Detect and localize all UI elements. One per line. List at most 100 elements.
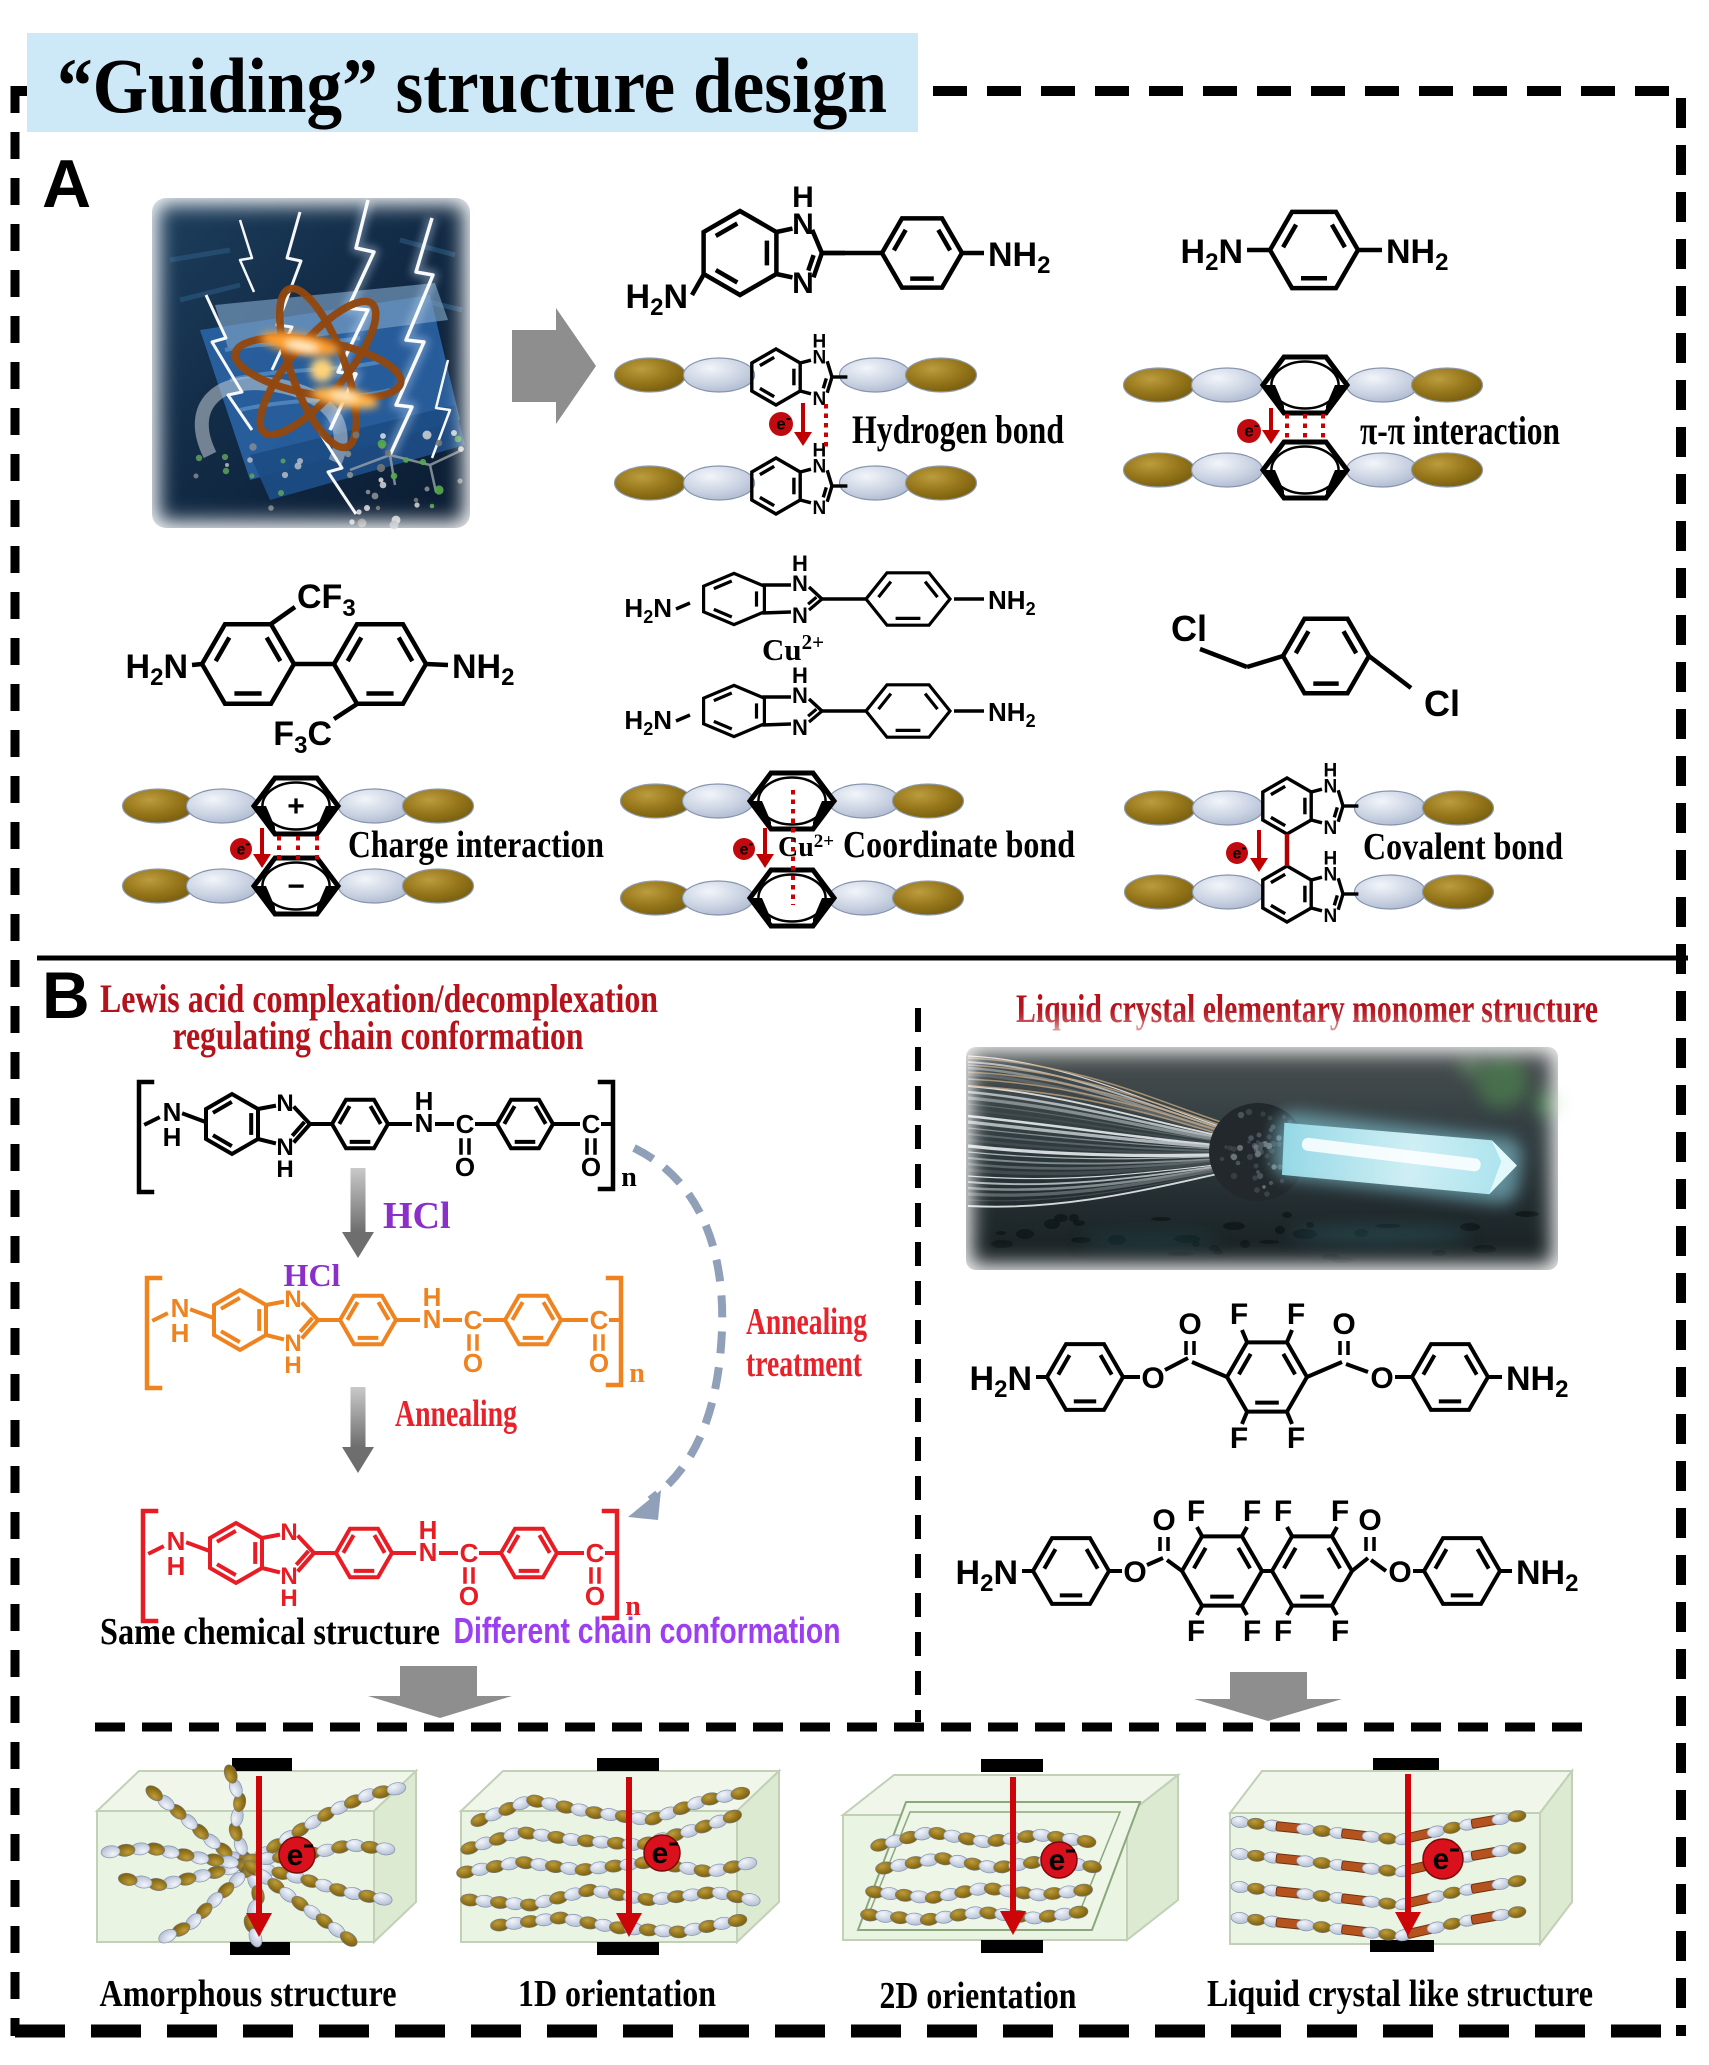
svg-text:N: N bbox=[280, 1563, 297, 1590]
svg-text:N: N bbox=[163, 1097, 182, 1127]
svg-text:N: N bbox=[280, 1519, 297, 1546]
svg-text:F: F bbox=[1187, 1615, 1205, 1648]
svg-text:O: O bbox=[463, 1348, 483, 1378]
svg-text:H: H bbox=[167, 1551, 186, 1581]
svg-text:N: N bbox=[792, 603, 808, 628]
svg-text:N: N bbox=[792, 208, 814, 241]
svg-text:N: N bbox=[813, 348, 827, 369]
svg-text:H: H bbox=[284, 1352, 301, 1379]
svg-text:Same chemical structure: Same chemical structure bbox=[100, 1611, 440, 1653]
svg-text:F: F bbox=[1274, 1615, 1292, 1648]
svg-text:O: O bbox=[1388, 1556, 1411, 1589]
svg-text:C: C bbox=[464, 1305, 483, 1335]
svg-text:Coordinate bond: Coordinate bond bbox=[843, 824, 1075, 866]
svg-text:Different chain conformation: Different chain conformation bbox=[454, 1610, 841, 1651]
svg-text:N: N bbox=[419, 1537, 438, 1567]
svg-text:O: O bbox=[1178, 1308, 1201, 1341]
svg-text:H2N: H2N bbox=[1181, 233, 1243, 276]
svg-text:N: N bbox=[276, 1090, 293, 1117]
svg-text:e: e bbox=[1233, 845, 1242, 862]
svg-text:H: H bbox=[276, 1156, 293, 1183]
svg-text:π-π interaction: π-π interaction bbox=[1360, 408, 1560, 453]
svg-text:H: H bbox=[171, 1318, 190, 1348]
svg-text:H: H bbox=[792, 551, 808, 576]
svg-text:Amorphous structure: Amorphous structure bbox=[100, 1973, 397, 2015]
svg-text:Charge interaction: Charge interaction bbox=[348, 824, 604, 866]
svg-text:N: N bbox=[813, 457, 827, 478]
svg-text:C: C bbox=[460, 1538, 479, 1568]
svg-text:F: F bbox=[1230, 1298, 1248, 1331]
svg-text:N: N bbox=[415, 1108, 434, 1138]
svg-text:HCl: HCl bbox=[383, 1195, 451, 1237]
svg-text:O: O bbox=[589, 1348, 609, 1378]
svg-text:Cl: Cl bbox=[1424, 683, 1460, 724]
svg-text:F: F bbox=[1331, 1615, 1349, 1648]
svg-text:e: e bbox=[1433, 1843, 1450, 1876]
svg-text:H: H bbox=[1324, 848, 1338, 869]
svg-text:O: O bbox=[1123, 1556, 1146, 1589]
svg-text:O: O bbox=[585, 1581, 605, 1611]
svg-text:C: C bbox=[456, 1109, 475, 1139]
svg-text:“Guiding” structure design: “Guiding” structure design bbox=[57, 42, 887, 129]
svg-text:N: N bbox=[792, 715, 808, 740]
svg-text:O: O bbox=[1141, 1362, 1164, 1395]
svg-text:F: F bbox=[1243, 1615, 1261, 1648]
svg-text:N: N bbox=[423, 1304, 442, 1334]
svg-text:Covalent bond: Covalent bond bbox=[1363, 826, 1563, 868]
svg-text:N: N bbox=[1324, 906, 1338, 927]
svg-text:Hydrogen bond: Hydrogen bond bbox=[852, 407, 1064, 452]
svg-text:O: O bbox=[459, 1581, 479, 1611]
svg-text:H: H bbox=[419, 1515, 438, 1545]
svg-text:H: H bbox=[792, 181, 814, 214]
svg-text:O: O bbox=[1332, 1308, 1355, 1341]
svg-text:O: O bbox=[455, 1152, 475, 1182]
svg-text:e: e bbox=[237, 841, 246, 858]
svg-text:C: C bbox=[582, 1109, 601, 1139]
svg-text:H: H bbox=[813, 440, 827, 461]
svg-text:N: N bbox=[1324, 777, 1338, 798]
svg-text:O: O bbox=[1152, 1504, 1175, 1537]
svg-text:N: N bbox=[284, 1330, 301, 1357]
svg-text:regulating chain conformation: regulating chain conformation bbox=[173, 1013, 584, 1058]
svg-text:O: O bbox=[581, 1152, 601, 1182]
svg-text:Liquid crystal like structure: Liquid crystal like structure bbox=[1207, 1973, 1593, 2015]
svg-text:H: H bbox=[1324, 760, 1338, 781]
svg-text:H: H bbox=[280, 1585, 297, 1612]
svg-text:Annealing: Annealing bbox=[395, 1393, 517, 1435]
svg-text:−: − bbox=[287, 870, 305, 903]
svg-text:e: e bbox=[1244, 422, 1253, 441]
svg-text:1D orientation: 1D orientation bbox=[518, 1973, 716, 2015]
svg-text:e: e bbox=[1049, 1844, 1066, 1877]
svg-text:B: B bbox=[42, 958, 90, 1032]
svg-text:NH2: NH2 bbox=[988, 697, 1036, 731]
svg-text:O: O bbox=[1370, 1362, 1393, 1395]
svg-text:H: H bbox=[415, 1086, 434, 1116]
svg-text:e: e bbox=[740, 841, 749, 858]
svg-text:F: F bbox=[1274, 1495, 1292, 1528]
svg-text:H: H bbox=[792, 663, 808, 688]
svg-text:n: n bbox=[621, 1162, 637, 1193]
svg-text:H: H bbox=[423, 1282, 442, 1312]
svg-text:e: e bbox=[652, 1837, 669, 1870]
svg-text:N: N bbox=[167, 1526, 186, 1556]
svg-text:2D orientation: 2D orientation bbox=[880, 1975, 1077, 2017]
svg-text:H: H bbox=[813, 331, 827, 352]
svg-text:Cl: Cl bbox=[1171, 608, 1207, 649]
svg-text:N: N bbox=[284, 1286, 301, 1313]
svg-text:Cu2+: Cu2+ bbox=[762, 630, 824, 667]
svg-text:N: N bbox=[792, 267, 814, 300]
svg-text:A: A bbox=[42, 146, 91, 222]
svg-text:e: e bbox=[776, 415, 785, 434]
svg-text:n: n bbox=[629, 1358, 645, 1389]
svg-text:F: F bbox=[1230, 1422, 1248, 1455]
svg-text:Lewis acid complexation/decomp: Lewis acid complexation/decomplexation bbox=[100, 976, 658, 1021]
svg-text:N: N bbox=[792, 571, 808, 596]
svg-text:C: C bbox=[586, 1538, 605, 1568]
svg-text:N: N bbox=[813, 389, 827, 410]
svg-text:O: O bbox=[1358, 1504, 1381, 1537]
svg-text:n: n bbox=[625, 1591, 641, 1622]
svg-text:F: F bbox=[1331, 1495, 1349, 1528]
svg-text:Annealing: Annealing bbox=[746, 1301, 867, 1343]
svg-text:Liquid crystal elementary mono: Liquid crystal elementary monomer struct… bbox=[1016, 986, 1598, 1031]
svg-text:N: N bbox=[171, 1293, 190, 1323]
